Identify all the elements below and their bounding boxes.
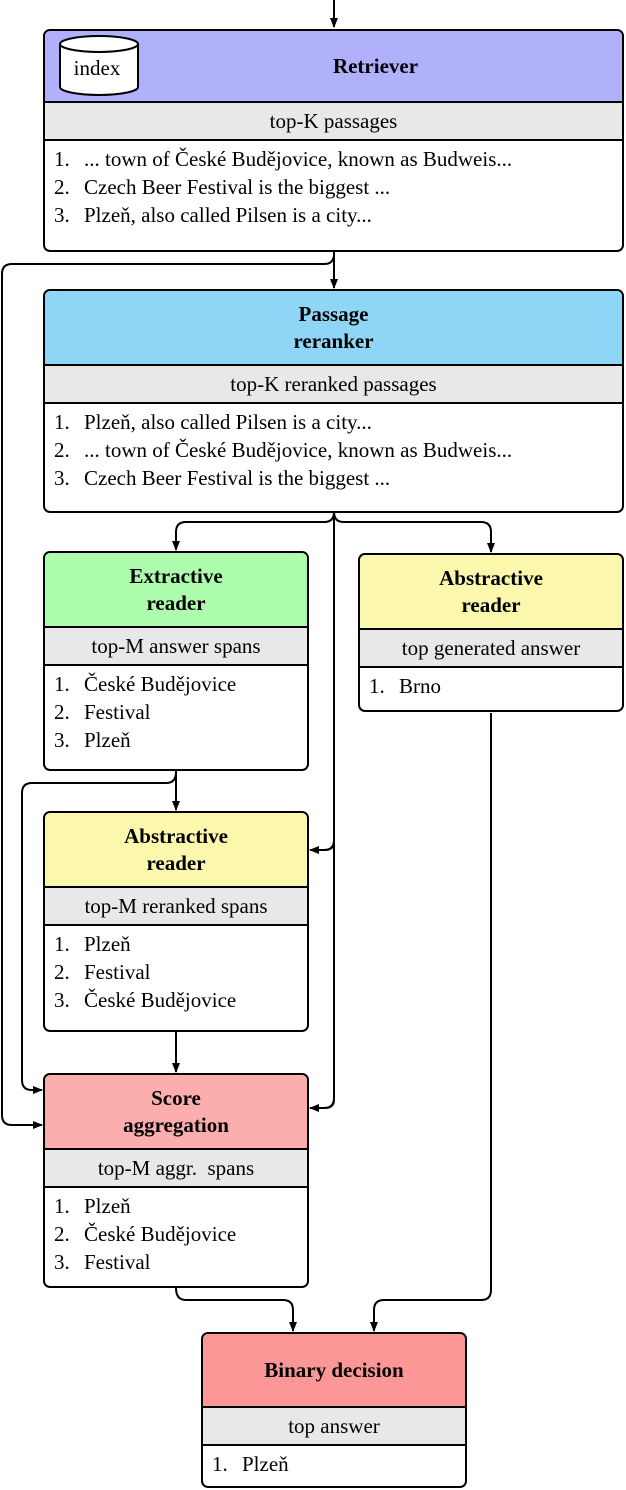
abstractive-mid-title-line2: reader	[146, 850, 206, 875]
list-item: 1.Brno	[369, 674, 441, 698]
extractive-header: Extractive reader	[45, 553, 307, 628]
reranker-to-abstractive-arrow	[333, 511, 495, 553]
list-item: 1.Plzeň	[212, 1452, 289, 1476]
binary-decision-box: Binary decision top answer 1.Plzeň	[201, 1332, 467, 1488]
retriever-list: 1.... town of České Budějovice, known as…	[45, 141, 622, 229]
list-item: 2.Festival	[54, 960, 151, 984]
extractive-list: 1.České Budějovice 2.Festival 3.Plzeň	[45, 666, 307, 754]
list-item: 3.Plzeň, also called Pilsen is a city...	[54, 203, 372, 227]
list-item: 3.Plzeň	[54, 728, 131, 752]
database-icon	[59, 35, 139, 96]
reranker-header: Passage reranker	[45, 291, 622, 366]
list-item: 1.Plzeň	[54, 932, 131, 956]
binary-header: Binary decision	[203, 1334, 465, 1408]
binary-title: Binary decision	[264, 1357, 404, 1382]
retriever-header: index Retriever	[45, 31, 622, 103]
extractive-to-aggregation-arrow	[21, 771, 177, 1094]
list-item: 3.Festival	[54, 1250, 151, 1274]
list-item: 1.Plzeň, also called Pilsen is a city...	[54, 410, 372, 434]
aggregation-to-binary-arrow	[175, 1287, 297, 1332]
abstractive-mid-list: 1.Plzeň 2.Festival 3.České Budějovice	[45, 926, 307, 1014]
abstractive-mid-subheader: top-M reranked spans	[45, 888, 307, 926]
abstractive-right-subheader: top generated answer	[360, 630, 622, 668]
abstractive-right-to-binary-arrow	[370, 713, 492, 1332]
reranker-title-line1: Passage	[298, 301, 369, 326]
abstractive-right-header: Abstractive reader	[360, 555, 622, 630]
abstractive-reader-right-box: Abstractive reader top generated answer …	[358, 553, 624, 712]
score-aggregation-box: Score aggregation top-M aggr. spans 1.Pl…	[43, 1073, 309, 1288]
abstractive-right-title-line2: reader	[461, 592, 521, 617]
list-item: 3.České Budějovice	[54, 988, 237, 1012]
list-item: 2.Czech Beer Festival is the biggest ...	[54, 175, 391, 199]
list-item: 1.Plzeň	[54, 1194, 131, 1218]
abstractive-mid-header: Abstractive reader	[45, 813, 307, 888]
abstractive-right-list: 1.Brno	[360, 668, 622, 700]
abstractive-reader-mid-box: Abstractive reader top-M reranked spans …	[43, 811, 309, 1032]
list-item: 1.České Budějovice	[54, 672, 237, 696]
retriever-box: index Retriever top-K passages 1.... tow…	[43, 29, 624, 252]
reranker-to-mid-arrows	[310, 512, 335, 1109]
list-item: 3.Czech Beer Festival is the biggest ...	[54, 466, 391, 490]
reranker-subheader: top-K reranked passages	[45, 366, 622, 404]
reranker-list: 1.Plzeň, also called Pilsen is a city...…	[45, 404, 622, 492]
aggregation-header: Score aggregation	[45, 1075, 307, 1150]
aggregation-title-line2: aggregation	[123, 1112, 229, 1137]
abstractive-mid-title-line1: Abstractive	[124, 823, 228, 848]
retriever-title: Retriever	[332, 53, 419, 78]
aggregation-list: 1.Plzeň 2.České Budějovice 3.Festival	[45, 1188, 307, 1276]
abstractive-right-title-line1: Abstractive	[439, 565, 543, 590]
binary-subheader: top answer	[203, 1408, 465, 1446]
reranker-box: Passage reranker top-K reranked passages…	[43, 289, 624, 513]
reranker-to-extractive-arrow	[172, 511, 335, 551]
list-item: 2.Festival	[54, 700, 151, 724]
extractive-reader-box: Extractive reader top-M answer spans 1.Č…	[43, 551, 309, 771]
aggregation-title-line1: Score	[151, 1085, 201, 1110]
binary-list: 1.Plzeň	[203, 1446, 465, 1478]
extractive-title-line2: reader	[146, 590, 206, 615]
extractive-subheader: top-M answer spans	[45, 628, 307, 666]
extractive-title-line1: Extractive	[129, 563, 223, 588]
list-item: 2.... town of České Budějovice, known as…	[54, 438, 513, 462]
retriever-subheader: top-K passages	[45, 103, 622, 141]
index-label: index	[73, 56, 121, 80]
list-item: 2.České Budějovice	[54, 1222, 237, 1246]
retriever-to-aggregation-arrow	[1, 253, 335, 1129]
reranker-title-line2: reranker	[293, 328, 374, 353]
aggregation-subheader: top-M aggr. spans	[45, 1150, 307, 1188]
list-item: 1.... town of České Budějovice, known as…	[54, 147, 513, 171]
